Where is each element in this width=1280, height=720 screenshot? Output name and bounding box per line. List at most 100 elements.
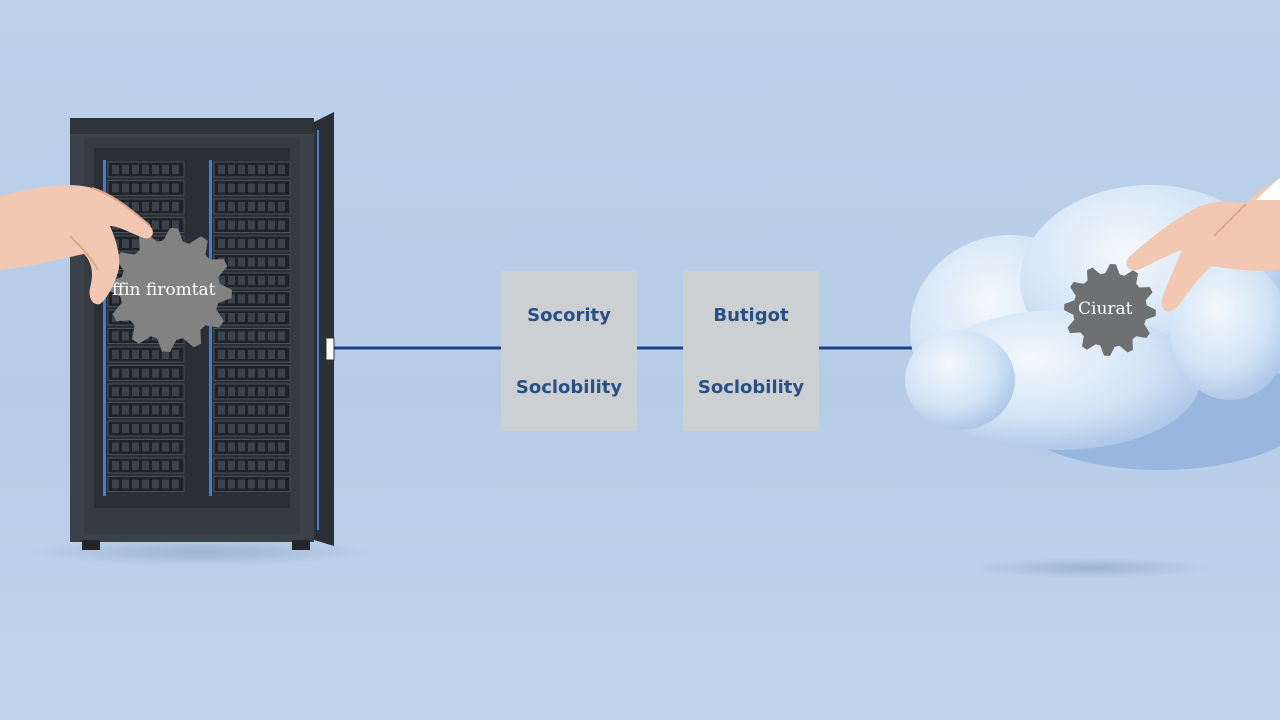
server-rack-icon [70,112,335,550]
drive-slot [228,331,235,341]
drive-slot [268,424,275,433]
drive-slot [278,220,285,230]
drive-slot [258,461,265,470]
drive-slot [172,424,179,433]
drive-slot [152,461,159,470]
drive-slot [238,220,245,230]
drive-slot [228,461,235,470]
drive-slot [258,368,265,378]
drive-slot [218,405,225,415]
drive-slot [228,183,235,193]
drive-slot [162,165,169,174]
drive-slot [112,424,119,433]
box-2-bottom-label: Soclobility [697,377,805,398]
drive-slot [248,331,255,341]
drive-slot [162,350,169,359]
drive-slot [132,202,139,211]
drive-slot [152,424,159,433]
drive-slot [218,387,225,396]
drive-slot [132,165,139,174]
drive-slot [228,202,235,211]
server-shadow [30,538,370,566]
drive-slot [112,350,119,359]
drive-slot [172,350,179,359]
drive-slot [218,350,225,359]
drive-slot [152,202,159,211]
drive-slot [112,405,119,415]
drive-slot [112,183,119,193]
drive-slot [132,405,139,415]
drive-slot [132,183,139,193]
drive-slot [238,313,245,322]
drive-slot [172,202,179,211]
drive-slot [258,239,265,248]
drive-slot [152,350,159,359]
drive-slot [218,202,225,211]
drive-slot [278,257,285,267]
right-gear-label: Ciurat [1078,299,1133,319]
drive-slot [248,165,255,174]
drive-slot [258,424,265,433]
drive-slot [172,220,179,230]
drive-slot [142,368,149,378]
drive-slot [238,350,245,359]
drive-slot [278,479,285,489]
drive-slot [248,276,255,285]
drive-slot [248,368,255,378]
drive-slot [238,479,245,489]
drive-slot [278,350,285,359]
drive-slot [278,202,285,211]
drive-slot [278,331,285,341]
drive-slot [268,461,275,470]
drive-slot [228,257,235,267]
drive-slot [218,220,225,230]
drive-slot [248,294,255,304]
drive-slot [278,239,285,248]
drive-slot [238,294,245,304]
drive-slot [218,183,225,193]
drive-slot [278,461,285,470]
drive-slot [268,331,275,341]
drive-slot [268,165,275,174]
drive-slot [152,405,159,415]
drive-slot [248,257,255,267]
drive-slot [122,461,129,470]
drive-slot [162,424,169,433]
drive-slot [122,331,129,341]
drive-slot [112,461,119,470]
drive-slot [238,442,245,452]
drive-slot [268,368,275,378]
drive-slot [258,313,265,322]
left-gear-label: ffin firomtat [112,280,216,300]
drive-slot [162,479,169,489]
drive-slot [172,479,179,489]
drive-slot [258,350,265,359]
drive-slot [278,424,285,433]
drive-slot [162,220,169,230]
drive-slot [238,331,245,341]
drive-slot [142,442,149,452]
drive-slot [258,479,265,489]
cloud-shadow [970,558,1210,578]
drive-slot [152,442,159,452]
drive-slot [142,387,149,396]
drive-slot [248,479,255,489]
drive-slot [248,424,255,433]
drive-slot [172,405,179,415]
drive-slot [218,368,225,378]
drive-slot [268,257,275,267]
gear-icon [1064,264,1156,356]
hand-icon [0,185,153,305]
drive-slot [142,165,149,174]
drive-slot [268,479,275,489]
drive-slot [228,239,235,248]
drive-slot [238,276,245,285]
drive-slot [278,183,285,193]
drive-slot [122,405,129,415]
drive-slot [268,313,275,322]
drive-slot [162,202,169,211]
drive-slot [122,424,129,433]
requirement-box-2: Butigot Soclobility [683,271,819,431]
drive-slot [228,424,235,433]
